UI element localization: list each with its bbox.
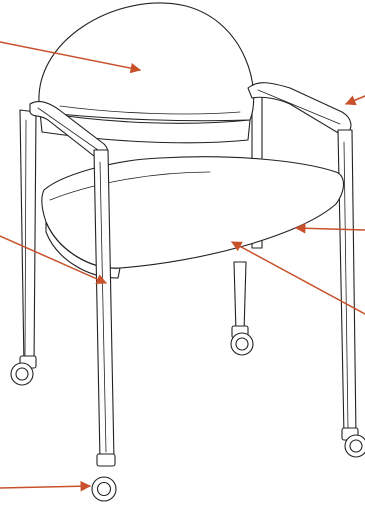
armrest-right [247, 82, 352, 135]
callout-arrow-caster [0, 480, 92, 492]
caster-back-left [10, 355, 37, 386]
callout-arrow-seat-center [231, 241, 365, 315]
callout-arrow-leg [0, 235, 107, 284]
callout-arrow-backrest [0, 41, 142, 74]
caster-back-right [230, 325, 254, 356]
caster-front-right [341, 427, 365, 458]
callout-arrow-armrest [345, 95, 365, 106]
back-leg-right-lower [233, 261, 247, 333]
callout-arrow-seat-front [294, 223, 365, 234]
back-leg-left [19, 109, 37, 367]
callout-arrows [0, 41, 365, 492]
caster-front-left [91, 453, 117, 502]
seat [41, 156, 345, 279]
